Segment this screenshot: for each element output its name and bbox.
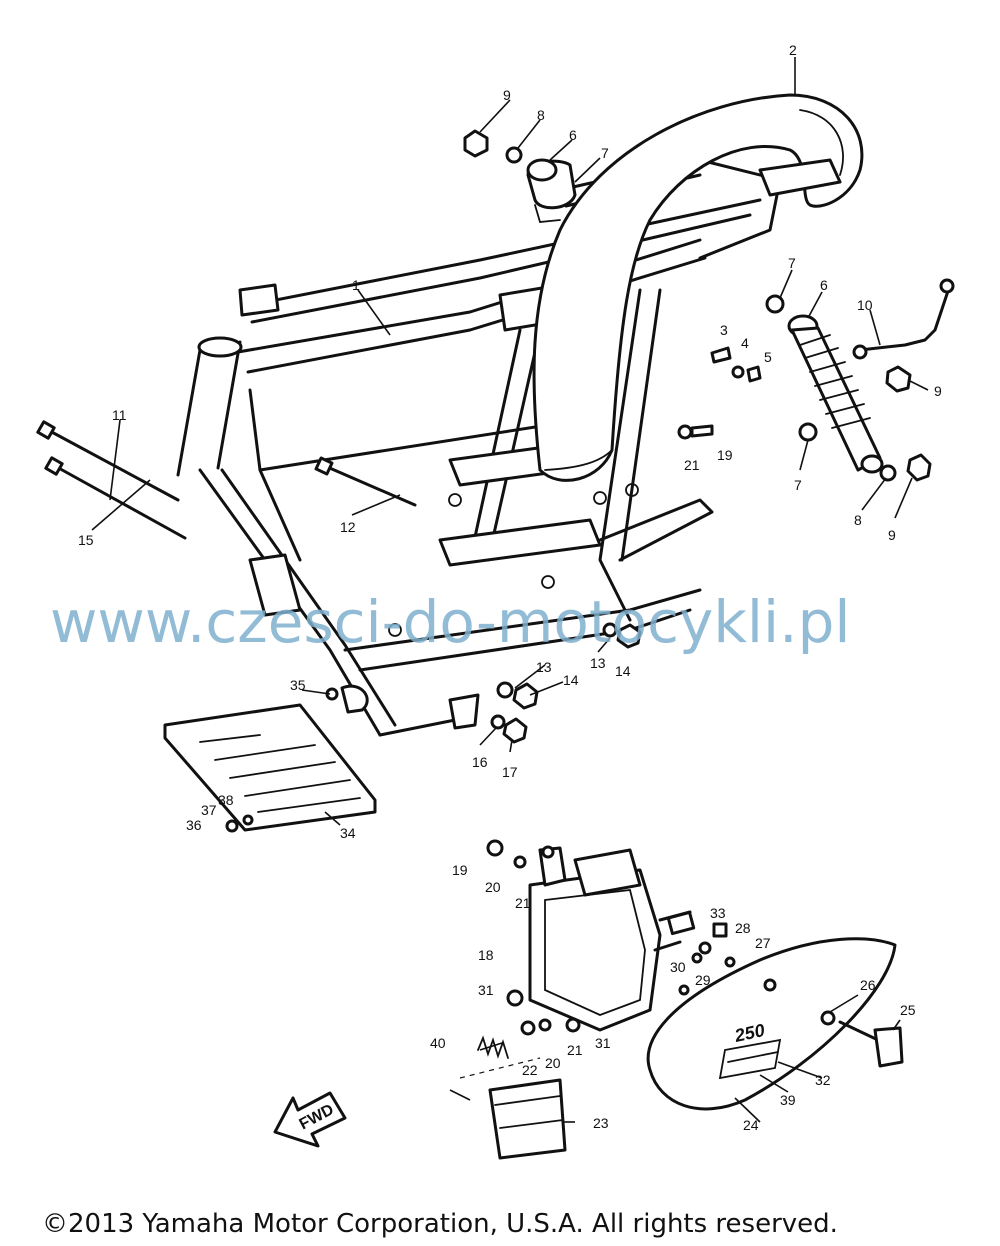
callout-19a: 19 <box>717 447 733 463</box>
callout-8a: 8 <box>537 107 545 123</box>
callout-16: 16 <box>472 754 488 770</box>
callout-7b: 7 <box>788 255 796 271</box>
callout-26: 26 <box>860 977 876 993</box>
side-cover <box>646 937 904 1111</box>
callout-10: 10 <box>857 297 873 313</box>
callout-12: 12 <box>340 519 356 535</box>
battery-box <box>477 839 736 1059</box>
battery <box>459 1057 567 1160</box>
callout-14a: 14 <box>615 663 631 679</box>
callout-38: 38 <box>218 792 234 808</box>
callout-6a: 6 <box>569 127 577 143</box>
shock-right <box>787 314 884 474</box>
callout-24: 24 <box>743 1117 759 1133</box>
hardware <box>325 129 932 744</box>
callout-30: 30 <box>670 959 686 975</box>
callout-35: 35 <box>290 677 306 693</box>
callout-37: 37 <box>201 802 217 818</box>
callout-31a: 31 <box>478 982 494 998</box>
skid-plate <box>163 703 377 833</box>
callout-21a: 21 <box>684 457 700 473</box>
callout-5: 5 <box>764 349 772 365</box>
callout-19b: 19 <box>452 862 468 878</box>
callout-3: 3 <box>720 322 728 338</box>
callout-22: 22 <box>522 1062 538 1078</box>
callout-28: 28 <box>735 920 751 936</box>
frame-assembly <box>176 156 782 737</box>
callout-33: 33 <box>710 905 726 921</box>
callout-2: 2 <box>789 42 797 58</box>
callout-34: 34 <box>340 825 356 841</box>
callout-31b: 31 <box>595 1035 611 1051</box>
callout-17: 17 <box>502 764 518 780</box>
callout-labels: 2 9 8 6 7 1 7 6 10 3 4 5 9 11 21 19 7 15… <box>78 42 942 1133</box>
rear-fender <box>532 93 864 482</box>
callout-11: 11 <box>112 407 127 423</box>
leader-lines <box>91 57 929 1123</box>
callout-20b: 20 <box>545 1055 561 1071</box>
callout-29: 29 <box>695 972 711 988</box>
callout-9a: 9 <box>503 87 511 103</box>
callout-4: 4 <box>741 335 749 351</box>
copyright-notice: ©2013 Yamaha Motor Corporation, U.S.A. A… <box>42 1209 838 1239</box>
callout-39: 39 <box>780 1092 796 1108</box>
shock-upper <box>526 158 577 223</box>
callout-18: 18 <box>478 947 494 963</box>
callout-25: 25 <box>900 1002 916 1018</box>
callout-21c: 21 <box>567 1042 583 1058</box>
callout-1: 1 <box>352 277 360 293</box>
long-bolts <box>36 420 417 540</box>
callout-15: 15 <box>78 532 94 548</box>
callout-13a: 13 <box>536 659 552 675</box>
callout-7a: 7 <box>601 145 609 161</box>
callout-40: 40 <box>430 1035 446 1051</box>
callout-20a: 20 <box>485 879 501 895</box>
watermark-text: www.czesci-do-motocykli.pl <box>50 588 851 656</box>
callout-8b: 8 <box>854 512 862 528</box>
grab-bar <box>852 278 955 360</box>
forward-arrow <box>273 1091 347 1148</box>
callout-7c: 7 <box>794 477 802 493</box>
callout-9c: 9 <box>888 527 896 543</box>
callout-21b: 21 <box>515 895 531 911</box>
callout-6b: 6 <box>820 277 828 293</box>
callout-14b: 14 <box>563 672 579 688</box>
callout-13b: 13 <box>590 655 606 671</box>
callout-23: 23 <box>593 1115 609 1131</box>
callout-36: 36 <box>186 817 202 833</box>
callout-27: 27 <box>755 935 771 951</box>
callout-9b: 9 <box>934 383 942 399</box>
callout-32: 32 <box>815 1072 831 1088</box>
